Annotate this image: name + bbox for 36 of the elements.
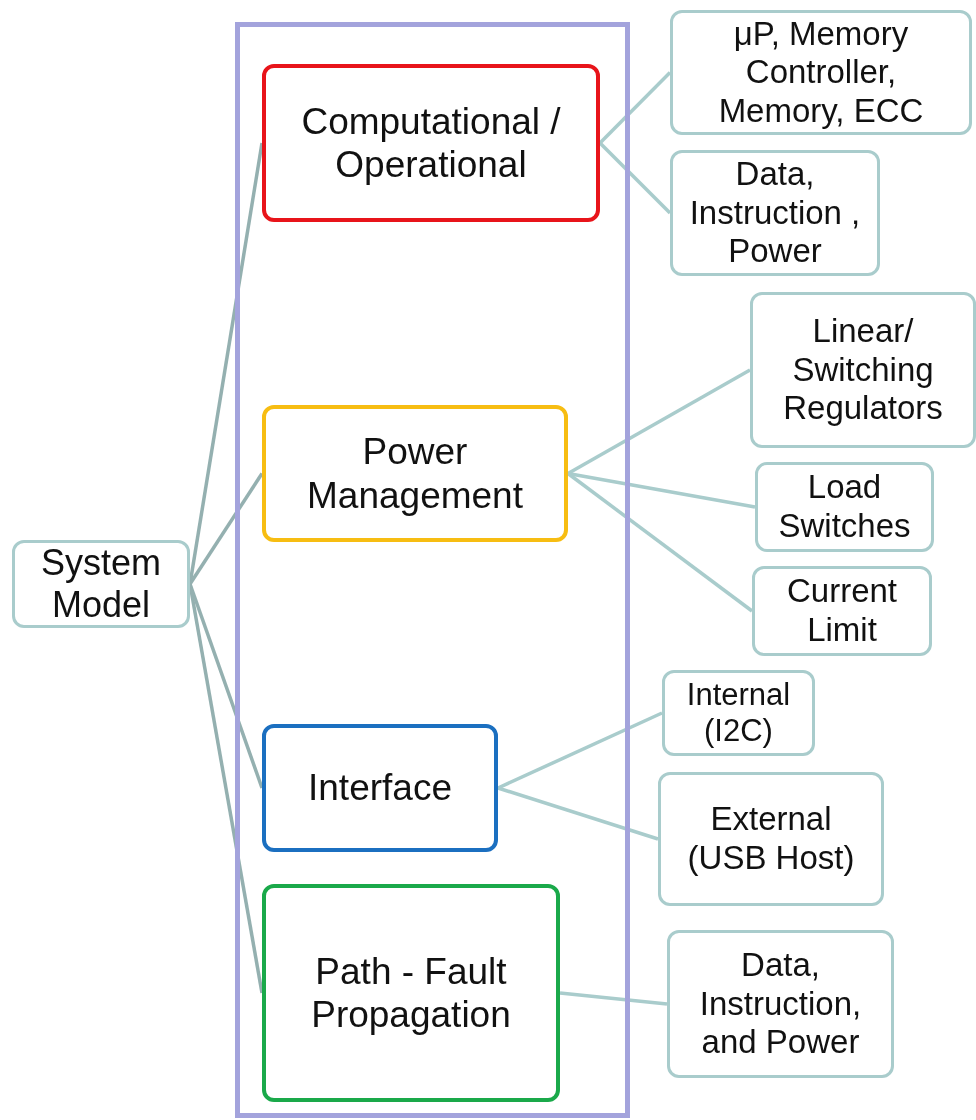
node-label: Load Switches (777, 468, 912, 546)
category-box (262, 64, 600, 222)
node-label: Data, Instruction, and Power (698, 946, 863, 1062)
node-label: Internal (I2C) (685, 676, 792, 750)
node-label: μP, Memory Controller, Memory, ECC (717, 14, 925, 131)
node-label: Data, Instruction , Power (688, 155, 862, 271)
connector-line (598, 141, 672, 215)
detail-box (750, 292, 976, 448)
connector-line (497, 786, 659, 841)
connector-line (188, 583, 264, 994)
node-label: Path - Fault Propagation (310, 949, 512, 1037)
node-label: Computational / Operational (300, 99, 562, 187)
detail-box (662, 670, 815, 756)
detail-box (670, 10, 972, 135)
connector-line (598, 71, 672, 145)
connector-line (497, 711, 663, 790)
category-box (262, 405, 568, 542)
node-label: Linear/ Switching Regulators (782, 312, 944, 428)
node-label: Power Management (306, 430, 524, 517)
node-label: External (USB Host) (686, 800, 856, 878)
category-box (262, 884, 560, 1102)
detail-box (755, 462, 934, 552)
root-box (12, 540, 190, 628)
detail-box (667, 930, 894, 1078)
connector-line (188, 472, 264, 585)
category-box (262, 724, 498, 852)
detail-box (670, 150, 880, 276)
connector-line (559, 991, 668, 1006)
detail-box (658, 772, 884, 906)
node-label: Current Limit (785, 572, 898, 650)
connector-line (567, 368, 751, 476)
root-label: System Model (40, 541, 162, 627)
connector-line (566, 472, 754, 613)
node-label: Interface (308, 766, 452, 810)
detail-box (752, 566, 932, 656)
group-frame (235, 22, 630, 1118)
